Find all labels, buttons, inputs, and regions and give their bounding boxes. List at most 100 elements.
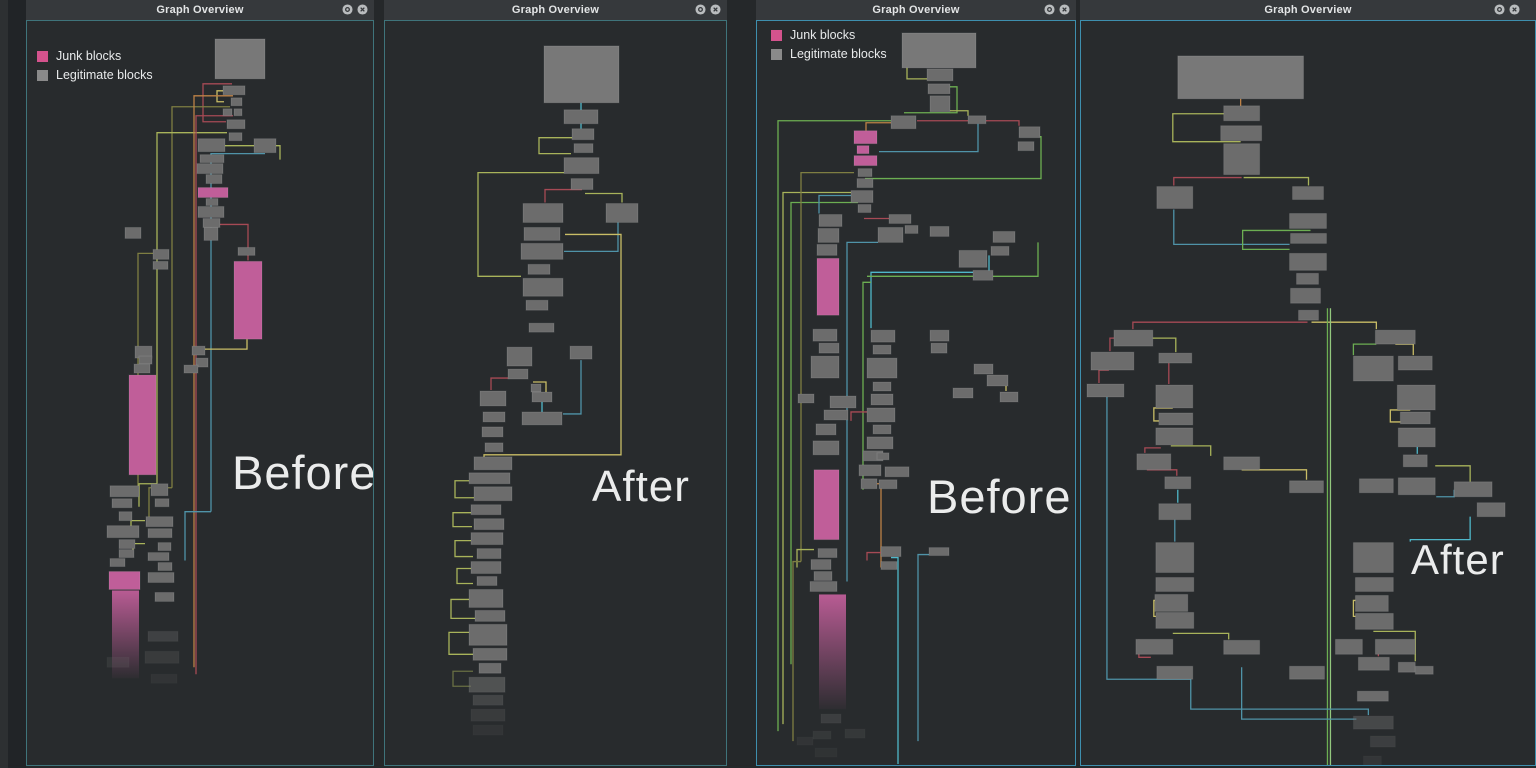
block-legitimate <box>1292 186 1324 201</box>
block-legitimate <box>150 483 169 497</box>
block-legitimate <box>520 242 564 260</box>
block-legitimate <box>884 466 910 478</box>
block-legitimate <box>967 115 987 125</box>
block-legitimate <box>1352 542 1394 574</box>
graph-overview-canvas[interactable]: Junk blocks Legitimate blocks Before <box>26 20 374 766</box>
close-icon[interactable] <box>357 4 368 15</box>
block-legitimate <box>797 393 815 404</box>
block-legitimate <box>573 143 594 154</box>
block-legitimate <box>1156 186 1194 209</box>
block-legitimate <box>990 245 1010 256</box>
block-legitimate <box>818 342 840 354</box>
block-legitimate <box>1396 384 1436 411</box>
panel-options-icon[interactable] <box>1494 4 1505 15</box>
panel-titlebar[interactable]: Graph Overview <box>384 0 727 20</box>
block-legitimate <box>522 203 564 223</box>
panel-options-icon[interactable] <box>695 4 706 15</box>
block-legitimate <box>1158 412 1194 426</box>
panel-options-icon[interactable] <box>342 4 353 15</box>
graph-edge-teal <box>879 123 979 153</box>
graph-edge-lime <box>454 480 474 499</box>
graph-overview-canvas[interactable]: After <box>1080 20 1536 766</box>
block-legitimate <box>1223 639 1261 655</box>
block-legitimate <box>191 345 206 356</box>
close-icon[interactable] <box>710 4 721 15</box>
block-junk <box>197 187 229 199</box>
block-junk <box>853 155 878 167</box>
close-icon[interactable] <box>1509 4 1520 15</box>
block-legitimate <box>478 662 502 674</box>
block-legitimate <box>1397 661 1416 673</box>
graph-edge-red <box>1144 447 1161 453</box>
block-legitimate <box>1397 427 1436 448</box>
block-legitimate <box>479 390 507 407</box>
block-legitimate <box>986 374 1009 387</box>
block-legitimate <box>1354 577 1394 592</box>
graph-edge-teal <box>184 511 211 561</box>
graph-edge-teal <box>563 360 582 415</box>
legend-legit-label: Legitimate blocks <box>790 47 887 61</box>
block-legitimate <box>468 472 511 485</box>
block-legitimate <box>472 694 504 706</box>
panel-titlebar[interactable]: Graph Overview <box>756 0 1076 20</box>
block-legitimate <box>605 203 639 223</box>
graph-edge-red <box>1146 469 1178 476</box>
block-legitimate <box>1363 756 1382 765</box>
block-legitimate <box>973 363 994 375</box>
block-legitimate <box>857 204 872 213</box>
block-legitimate <box>1223 143 1261 176</box>
block-legitimate <box>866 407 896 423</box>
block-entry <box>543 45 620 104</box>
block-legitimate <box>1164 476 1192 490</box>
graph-edge-teal <box>818 194 851 214</box>
block-legitimate <box>474 609 506 622</box>
block-legitimate <box>888 213 912 224</box>
block-legitimate <box>952 387 974 399</box>
block-junk <box>128 374 157 476</box>
close-icon[interactable] <box>1059 4 1070 15</box>
graph-overview-panel-1: Graph Overview Junk blocks Legitimate bl… <box>26 0 374 768</box>
block-junk-faded <box>112 590 139 679</box>
block-legitimate <box>157 562 173 572</box>
block-legitimate <box>525 299 549 311</box>
graph-overview-panel-3: Graph Overview Junk blocks Legitimate bl… <box>756 0 1076 768</box>
block-legitimate <box>470 532 504 546</box>
graph-overview-canvas[interactable]: After <box>384 20 727 766</box>
block-legitimate <box>816 243 838 256</box>
graph-edge-olive <box>171 106 230 488</box>
block-legitimate <box>481 426 504 438</box>
panel-titlebar[interactable]: Graph Overview <box>26 0 374 20</box>
panel-options-icon[interactable] <box>1044 4 1055 15</box>
block-legitimate <box>817 548 838 559</box>
graph-edge-yellow <box>483 233 622 464</box>
block-legitimate <box>992 230 1016 243</box>
block-legitimate <box>1290 287 1321 304</box>
block-legitimate <box>815 423 837 436</box>
block-junk <box>813 469 840 541</box>
block-legitimate <box>1397 477 1436 496</box>
titlebar-buttons <box>342 4 368 15</box>
block-legitimate <box>1155 542 1195 574</box>
block-legitimate <box>870 329 896 343</box>
graph-edge-green <box>865 136 1042 180</box>
graph-edge-teal <box>1240 667 1357 720</box>
block-legitimate <box>1018 126 1041 139</box>
legend-junk-label: Junk blocks <box>790 28 856 42</box>
block-junk <box>856 145 870 155</box>
block-legitimate <box>1135 638 1174 655</box>
block-legitimate <box>199 154 225 164</box>
graph-edge-teal <box>1106 390 1370 716</box>
block-legitimate <box>1399 411 1431 425</box>
flow-graph <box>106 38 281 684</box>
block-legitimate <box>1354 594 1389 612</box>
flow-graph <box>777 32 1042 765</box>
block-legitimate <box>145 651 179 664</box>
block-legitimate <box>870 393 894 406</box>
graph-overview-canvas[interactable]: Junk blocks Legitimate blocks Before <box>756 20 1076 766</box>
panel-titlebar[interactable]: Graph Overview <box>1080 0 1536 20</box>
block-entry <box>1177 55 1305 100</box>
block-legitimate <box>999 391 1019 403</box>
block-legitimate <box>228 132 243 142</box>
graph-edge-green <box>867 242 1039 277</box>
block-legitimate <box>197 138 226 153</box>
